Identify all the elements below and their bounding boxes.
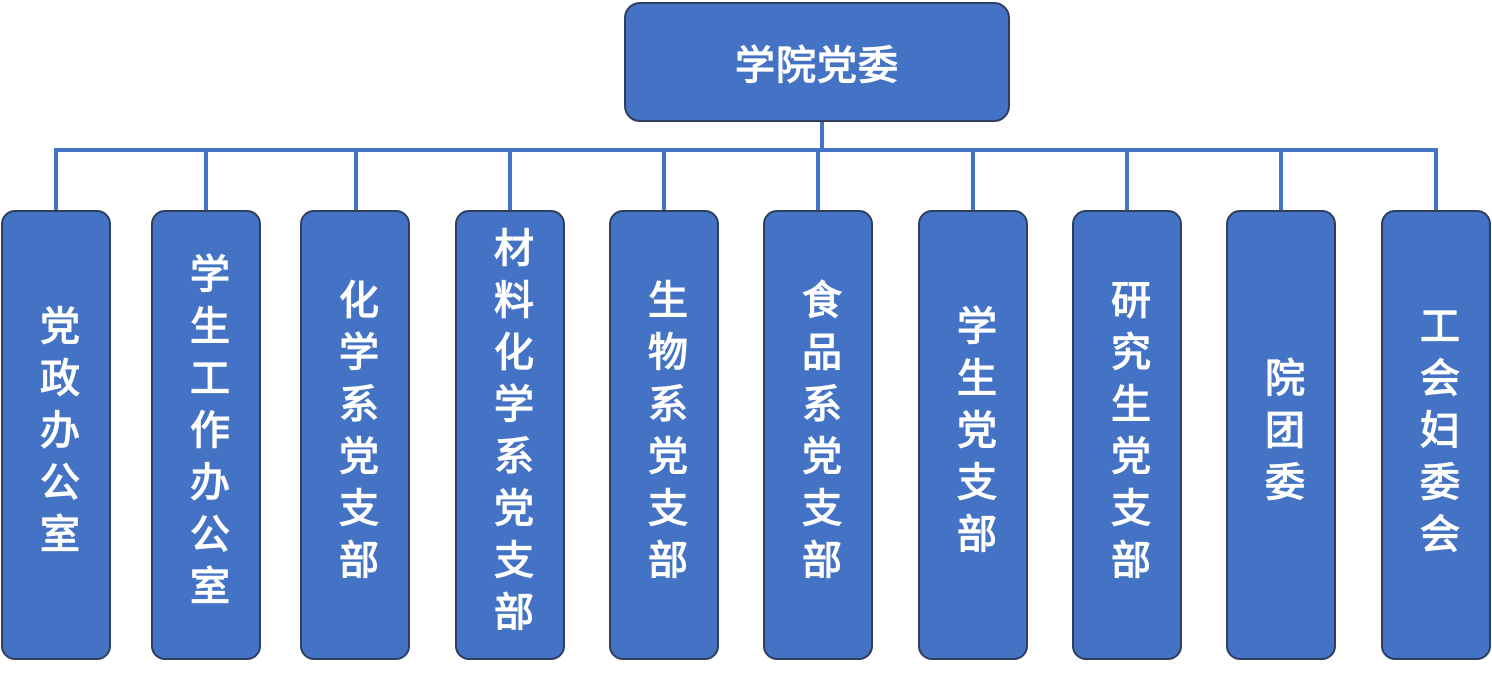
child-node-9: 院团委 — [1226, 210, 1336, 660]
child-label-3: 化学系党支部 — [332, 279, 378, 591]
root-node: 学院党委 — [624, 2, 1010, 122]
child-label-5: 生物系党支部 — [641, 279, 687, 591]
child-label-6: 食品系党支部 — [795, 279, 841, 591]
child-label-4: 材料化学系党支部 — [487, 227, 533, 643]
child-node-8: 研究生党支部 — [1072, 210, 1182, 660]
child-label-10: 工会妇委会 — [1413, 305, 1459, 565]
child-node-6: 食品系党支部 — [763, 210, 873, 660]
root-label: 学院党委 — [735, 43, 899, 89]
child-node-10: 工会妇委会 — [1381, 210, 1491, 660]
child-label-2: 学生工作办公室 — [183, 253, 229, 617]
child-node-1: 党政办公室 — [1, 210, 111, 660]
child-label-9: 院团委 — [1258, 357, 1304, 513]
child-node-4: 材料化学系党支部 — [455, 210, 565, 660]
child-label-7: 学生党支部 — [950, 305, 996, 565]
child-label-8: 研究生党支部 — [1104, 279, 1150, 591]
child-node-3: 化学系党支部 — [300, 210, 410, 660]
child-node-2: 学生工作办公室 — [151, 210, 261, 660]
child-label-1: 党政办公室 — [33, 305, 79, 565]
child-node-5: 生物系党支部 — [609, 210, 719, 660]
child-node-7: 学生党支部 — [918, 210, 1028, 660]
